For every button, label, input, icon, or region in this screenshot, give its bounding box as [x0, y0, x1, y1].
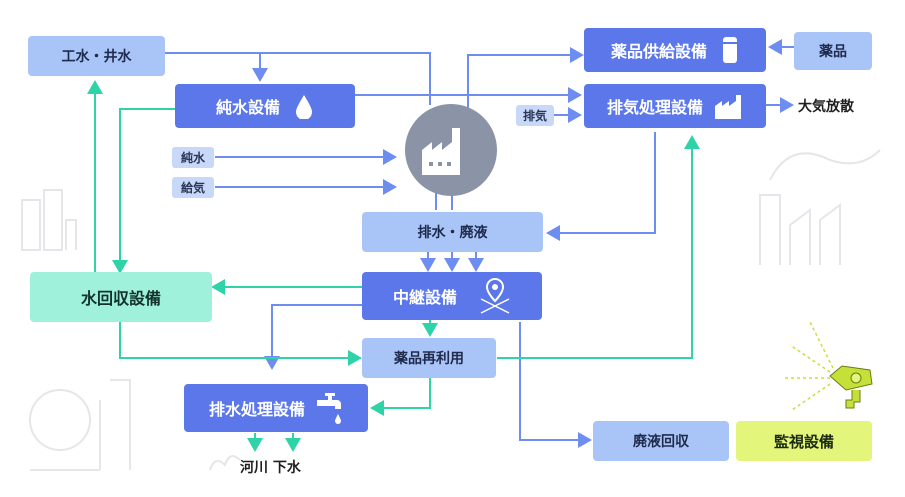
- water-drop-icon: [296, 95, 312, 119]
- node-haiki-shori: 排気処理設備: [584, 84, 766, 128]
- node-mizu-kaishu: 水回収設備: [30, 272, 212, 322]
- node-kousui-isui: 工水・井水: [28, 36, 165, 76]
- node-kanshi-setsubi: 監視設備: [736, 421, 872, 461]
- tag-junsui: 純水: [172, 147, 214, 168]
- camera-rays: [785, 321, 834, 411]
- node-yakuhin-sairiyou: 薬品再利用: [362, 338, 496, 378]
- node-yakuhin-kyokyu: 薬品供給設備: [584, 28, 766, 72]
- exhaust-factory-icon: [715, 95, 741, 119]
- faucet-icon: [317, 393, 341, 424]
- node-junsui-setsubi: 純水設備: [175, 84, 355, 128]
- background-illustration: [21, 149, 881, 471]
- tag-haiki: 排気: [516, 105, 554, 126]
- node-chukei-setsubi-label: 中継設備: [392, 288, 457, 307]
- node-yakuhin-kyokyu-label: 薬品供給設備: [610, 42, 707, 61]
- node-junsui-label: 純水設備: [215, 98, 280, 117]
- container-icon: [723, 37, 737, 63]
- node-haisui-shori-label: 排水処理設備: [208, 400, 305, 419]
- node-haisui-haieki: 排水・廃液: [362, 212, 543, 252]
- node-haieki-kaishu: 廃液回収: [593, 421, 729, 461]
- node-yakuhin: 薬品: [794, 32, 872, 70]
- node-haiki-shori-label: 排気処理設備: [606, 98, 703, 117]
- node-taiki-housan: 大気放散: [798, 99, 854, 115]
- location-pin-icon: [480, 277, 510, 314]
- node-kasen-gesui: 河川 下水: [240, 460, 301, 476]
- node-haisui-shori: 排水処理設備: [184, 384, 368, 432]
- tag-kyuki: 給気: [172, 177, 214, 198]
- camera-icon: [829, 365, 873, 409]
- node-chukei-setsubi: 中継設備: [362, 272, 542, 320]
